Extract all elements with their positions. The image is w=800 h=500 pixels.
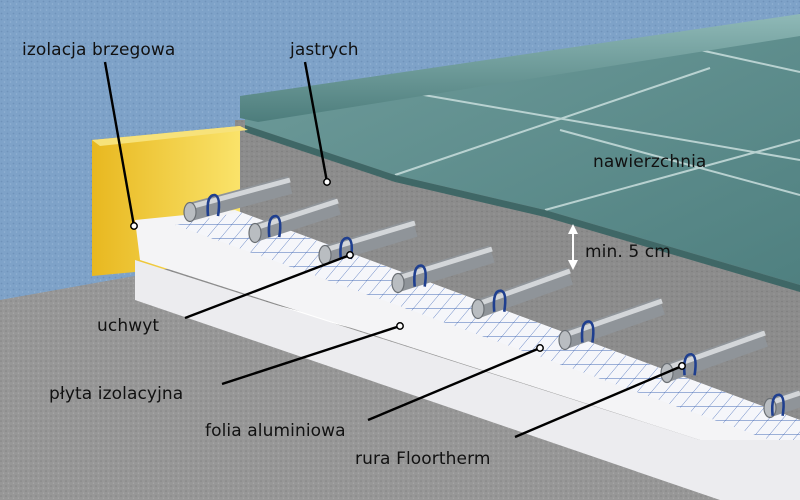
pipe-holder-clip (580, 320, 595, 343)
tile-front-edge (245, 125, 800, 292)
pipe-segment (558, 297, 665, 351)
surface-tiles (245, 25, 800, 285)
label-edge-insulation: izolacja brzegowa (22, 40, 176, 60)
label-insulation-board: płyta izolacyjna (49, 384, 184, 404)
pipe-holder-clip (770, 393, 785, 417)
thickness-arrow (568, 224, 578, 270)
leader-dots (130, 178, 686, 370)
leader-lines (103, 61, 683, 439)
pipe-holder-clip (339, 236, 354, 260)
pipe-segment (763, 389, 800, 419)
insulation-board-front (135, 260, 800, 500)
pipe-holder-clip (492, 289, 507, 312)
label-holder: uchwyt (97, 316, 160, 336)
label-min-thickness: min. 5 cm (585, 242, 671, 262)
pipe-segment (391, 245, 495, 294)
pipe-holder-clip (206, 193, 221, 217)
pipe-holder-clip (413, 264, 427, 287)
skirting-board (240, 14, 800, 122)
label-pipe: rura Floortherm (355, 449, 491, 469)
pipe-segment (471, 267, 574, 320)
label-surface: nawierzchnia (593, 152, 707, 172)
label-screed: jastrych (290, 40, 359, 60)
label-aluminium-foil: folia aluminiowa (205, 421, 346, 441)
pipe-segment (248, 197, 341, 244)
edge-insulation-top (92, 126, 248, 146)
pipe-segment (183, 176, 293, 223)
tile-joints (394, 49, 800, 211)
pipe-segment (318, 219, 418, 266)
pipe-holder-clip (267, 214, 282, 238)
